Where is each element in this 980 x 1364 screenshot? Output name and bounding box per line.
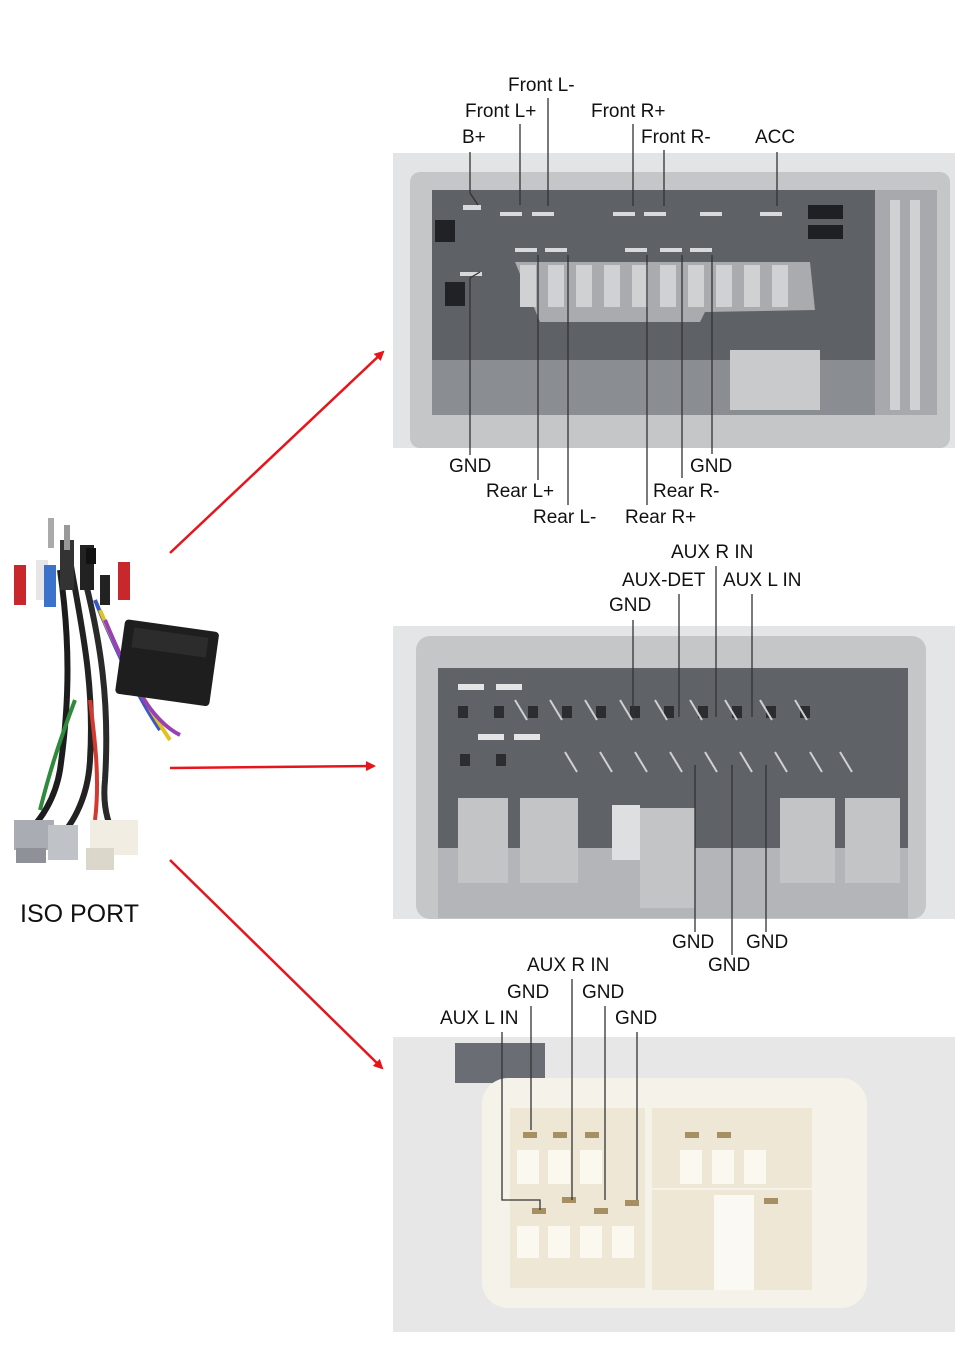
label-gnd-c1-right: GND (690, 456, 733, 477)
label-b-plus: B+ (462, 127, 486, 148)
label-rear-l-plus: Rear L+ (486, 481, 555, 502)
label-gnd-c1-left: GND (449, 456, 492, 477)
label-gnd-c2-bottom-1: GND (672, 932, 715, 953)
label-gnd-c2-bottom-3: GND (746, 932, 789, 953)
connector-3-image (393, 1037, 955, 1332)
label-rear-l-minus: Rear L- (533, 507, 597, 528)
label-front-r-plus: Front R+ (591, 101, 666, 122)
label-front-r-minus: Front R- (641, 127, 711, 148)
label-aux-det: AUX-DET (622, 570, 706, 591)
arrow-to-connector-1 (169, 350, 385, 554)
iso-port-label: ISO PORT (20, 900, 140, 928)
red-arrows (169, 350, 385, 1070)
connector-1-image (393, 153, 955, 448)
label-aux-r-in-c2: AUX R IN (671, 542, 754, 563)
label-gnd-c3-2: GND (582, 982, 625, 1003)
label-gnd-c2-bottom-2: GND (708, 955, 751, 976)
label-rear-r-plus: Rear R+ (625, 507, 697, 528)
iso-harness-image (14, 518, 219, 870)
label-aux-l-in-c2: AUX L IN (723, 570, 802, 591)
arrow-to-connector-2 (169, 761, 376, 772)
label-gnd-c3-1: GND (507, 982, 550, 1003)
connector-2-image (393, 626, 955, 919)
label-aux-l-in-c3: AUX L IN (440, 1008, 519, 1029)
label-acc: ACC (755, 127, 796, 148)
label-gnd-c2-top: GND (609, 595, 652, 616)
label-front-l-plus: Front L+ (465, 101, 537, 122)
leader-lines (469, 98, 778, 1210)
arrow-to-connector-3 (169, 859, 384, 1070)
label-gnd-c3-3: GND (615, 1008, 658, 1029)
label-front-l-minus: Front L- (508, 75, 575, 96)
label-rear-r-minus: Rear R- (653, 481, 720, 502)
label-aux-r-in-c3: AUX R IN (527, 955, 610, 976)
